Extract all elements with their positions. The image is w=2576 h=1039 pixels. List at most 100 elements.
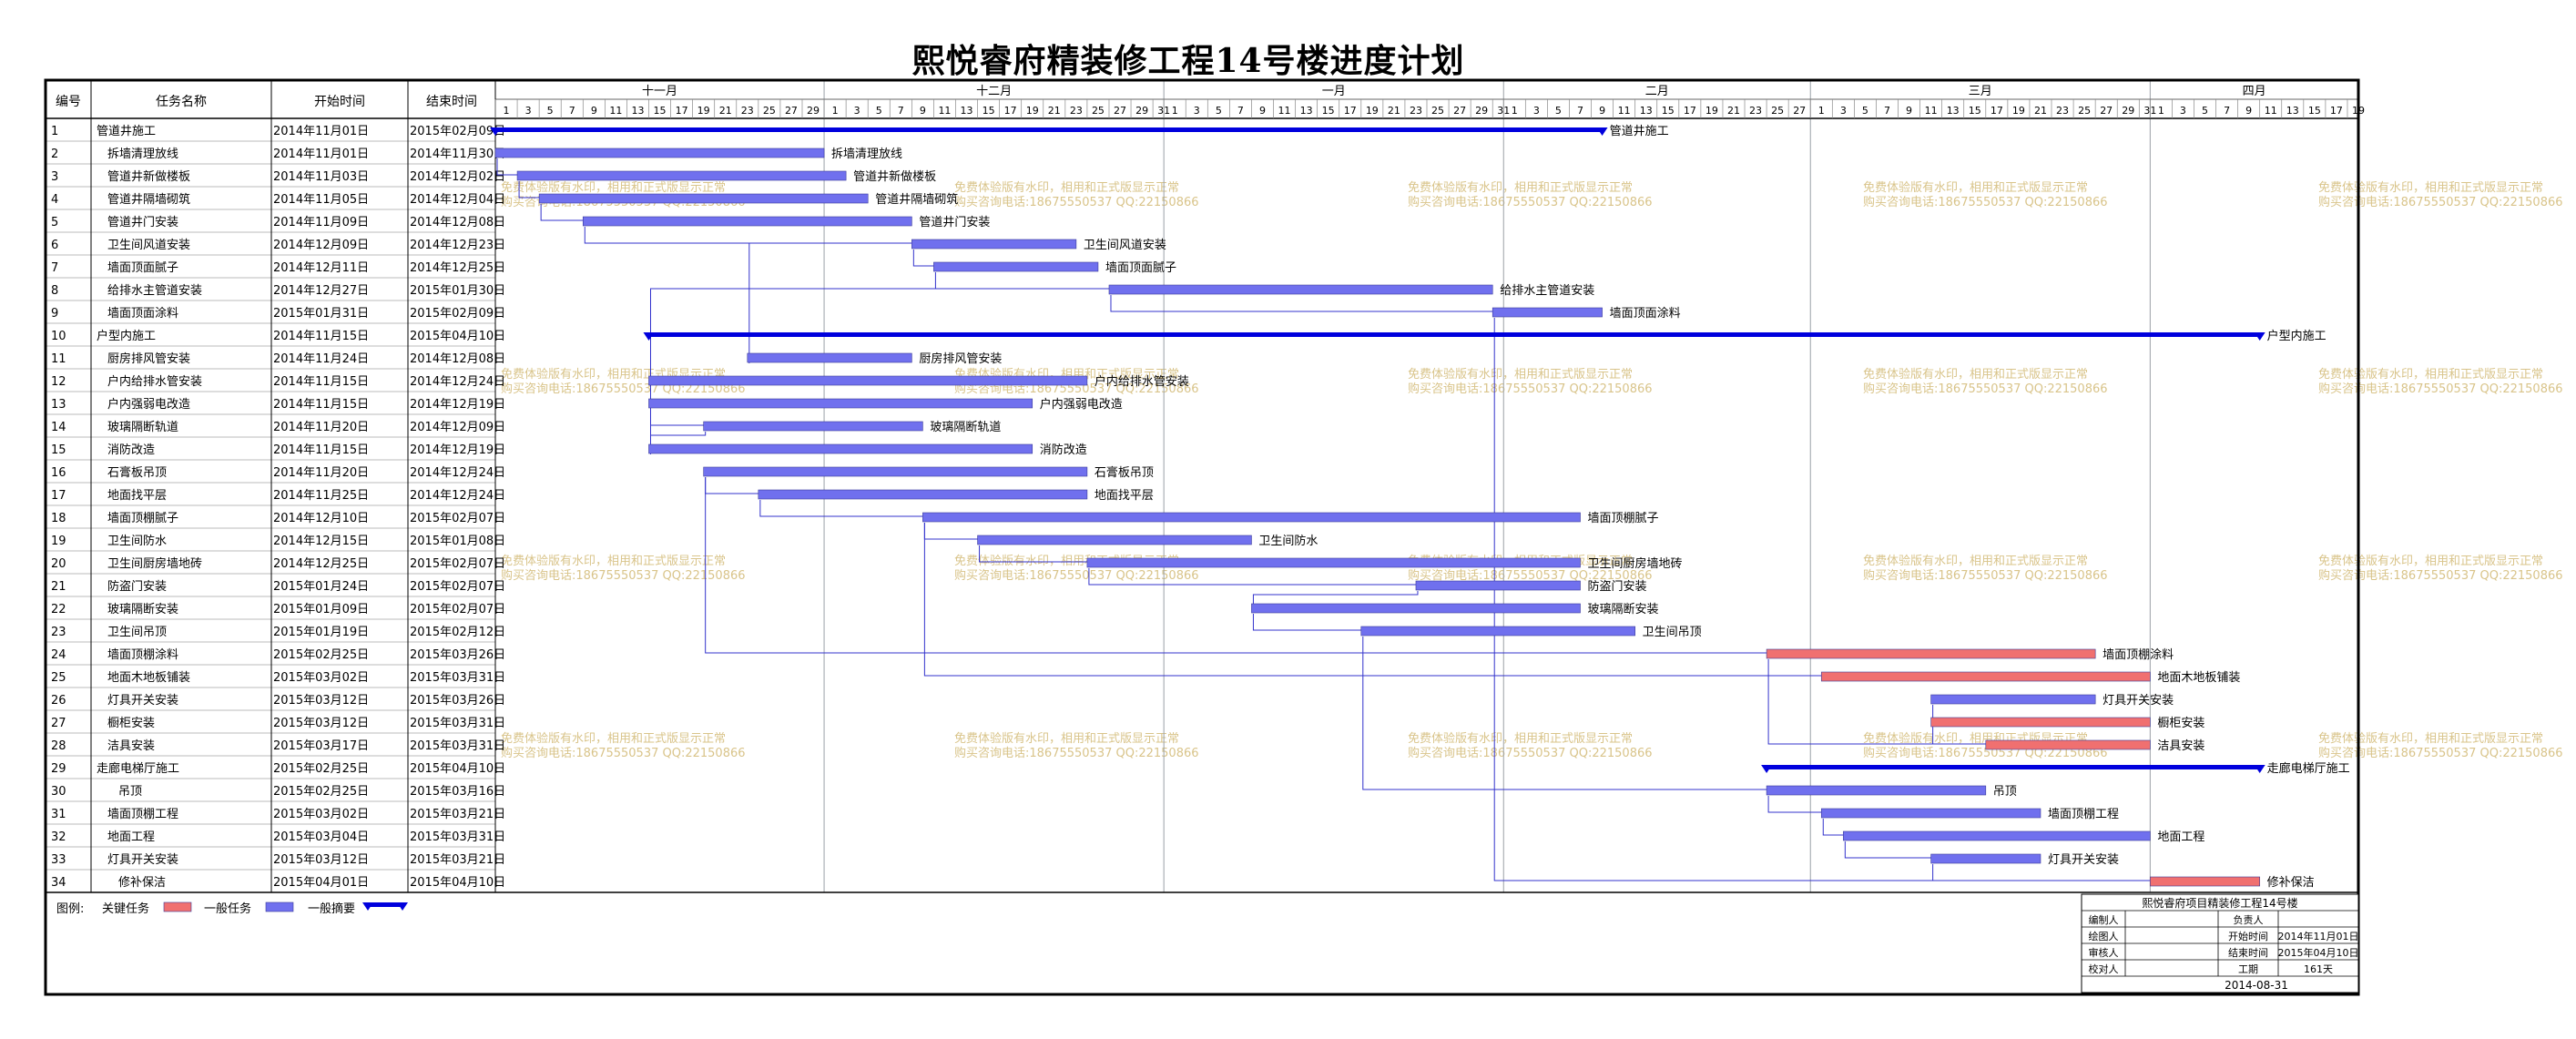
normal-task-bar: [703, 421, 923, 432]
bar-label: 墙面顶棚涂料: [2103, 647, 2174, 662]
bar-label: 管道井门安装: [919, 216, 990, 229]
bar-label: 地面找平层: [1095, 489, 1154, 503]
task-id: 11: [51, 352, 66, 366]
task-id: 15: [51, 443, 66, 457]
normal-task-bar: [703, 466, 1088, 477]
watermark-line-1: 免费体验版有水印，相用和正式版显示正常: [1863, 367, 2088, 382]
task-end: 2014年12月08日: [410, 216, 505, 229]
watermark-line-2: 购买咨询电话:18675550537 QQ:22150866: [2318, 568, 2563, 583]
task-start: 2014年12月27日: [273, 284, 369, 298]
task-start: 2014年11月24日: [273, 352, 369, 366]
task-start: 2014年12月10日: [273, 512, 369, 525]
day-label: 3: [1840, 105, 1847, 117]
dependency-link: [1932, 864, 2153, 881]
dependency-link: [759, 500, 925, 517]
bar-label: 管道井施工: [1610, 125, 1669, 138]
normal-task-bar: [648, 443, 1033, 454]
task-start: 2014年11月03日: [273, 170, 369, 184]
task-end: 2014年12月02日: [410, 170, 505, 184]
column-header: 开始时间: [314, 95, 365, 109]
task-end: 2015年02月07日: [410, 512, 505, 525]
day-label: 29: [1475, 105, 1488, 117]
task-name: 地面工程: [107, 830, 155, 844]
day-label: 5: [1862, 105, 1868, 117]
task-start: 2014年11月20日: [273, 421, 369, 434]
day-label: 7: [1577, 105, 1583, 117]
info-box-cell: 工期: [2238, 963, 2258, 975]
day-label: 1: [504, 105, 510, 117]
watermark-line-1: 免费体验版有水印，相用和正式版显示正常: [2318, 554, 2543, 568]
legend-summary-cap-left: [362, 902, 373, 911]
task-start: 2014年11月09日: [273, 216, 369, 229]
task-name: 户内给排水管安装: [107, 374, 202, 389]
task-name: 修补保洁: [118, 876, 166, 890]
dependency-link: [979, 545, 1089, 563]
dependency-link: [1252, 591, 1419, 607]
task-name: 管道井施工: [97, 125, 156, 138]
day-label: 23: [1410, 105, 1422, 117]
critical-task-bar: [1820, 671, 2151, 682]
day-label: 17: [676, 105, 688, 117]
normal-task-bar: [1492, 307, 1603, 318]
day-label: 13: [1300, 105, 1313, 117]
info-box-cell: 161天: [2304, 963, 2333, 975]
task-end: 2014年12月23日: [410, 239, 505, 252]
task-name: 地面木地板铺装: [107, 671, 190, 685]
task-name: 墙面顶面涂料: [107, 306, 178, 321]
info-box-cell: 审核人: [2089, 946, 2119, 959]
day-label: 3: [525, 105, 532, 117]
summary-bar: [1767, 765, 2260, 769]
day-label: 13: [631, 105, 644, 117]
day-label: 11: [1278, 105, 1291, 117]
task-name: 防盗门安装: [107, 579, 167, 594]
day-label: 3: [1194, 105, 1200, 117]
task-id: 34: [51, 876, 66, 890]
task-start: 2014年11月01日: [273, 125, 369, 138]
bar-label: 吊顶: [1993, 785, 2017, 799]
normal-task-bar: [516, 170, 847, 181]
normal-task-bar: [648, 398, 1033, 409]
legend-critical-label: 关键任务: [102, 901, 149, 916]
day-label: 1: [1818, 105, 1825, 117]
dependency-link: [1252, 614, 1363, 631]
dependency-link: [1493, 318, 2153, 881]
watermark-line-2: 购买咨询电话:18675550537 QQ:22150866: [2318, 195, 2563, 209]
summary-bar: [648, 332, 2260, 337]
dependency-link: [912, 250, 936, 267]
normal-task-bar: [911, 239, 1077, 250]
watermark-line-1: 免费体验版有水印，相用和正式版显示正常: [954, 180, 1179, 195]
task-name: 给排水主管道安装: [107, 284, 202, 298]
task-id: 10: [51, 330, 66, 343]
task-id: 8: [51, 284, 58, 298]
bar-label: 消防改造: [1040, 443, 1087, 457]
task-name: 地面找平层: [107, 489, 167, 503]
task-id: 19: [51, 535, 66, 548]
critical-task-bar: [1930, 717, 2151, 728]
day-label: 23: [2056, 105, 2069, 117]
legend-summary-cap-right: [397, 902, 408, 911]
column-header: 任务名称: [156, 95, 207, 109]
task-start: 2014年11月20日: [273, 466, 369, 480]
task-name: 管道井新做楼板: [107, 169, 190, 184]
summary-cap-left: [1761, 765, 1773, 773]
task-start: 2014年12月11日: [273, 261, 369, 275]
day-label: 15: [1662, 105, 1675, 117]
dependency-link: [649, 409, 706, 426]
day-label: 11: [938, 105, 951, 117]
dependency-link: [540, 204, 585, 221]
task-end: 2014年12月25日: [410, 261, 505, 275]
day-label: 15: [1969, 105, 1981, 117]
task-name: 户型内施工: [97, 329, 156, 343]
normal-task-bar: [1360, 626, 1635, 637]
summary-cap-left: [643, 332, 655, 341]
bar-label: 墙面顶棚工程: [2048, 808, 2119, 821]
bar-label: 墙面顶面腻子: [1105, 261, 1176, 275]
task-name: 墙面顶面腻子: [107, 261, 178, 275]
task-name: 消防改造: [107, 443, 155, 457]
day-label: 1: [1512, 105, 1518, 117]
task-start: 2015年03月02日: [273, 808, 369, 821]
watermark-line-1: 免费体验版有水印，相用和正式版显示正常: [954, 731, 1179, 746]
task-start: 2015年03月04日: [273, 830, 369, 844]
day-label: 9: [2245, 105, 2252, 117]
task-name: 卫生间防水: [107, 534, 167, 548]
